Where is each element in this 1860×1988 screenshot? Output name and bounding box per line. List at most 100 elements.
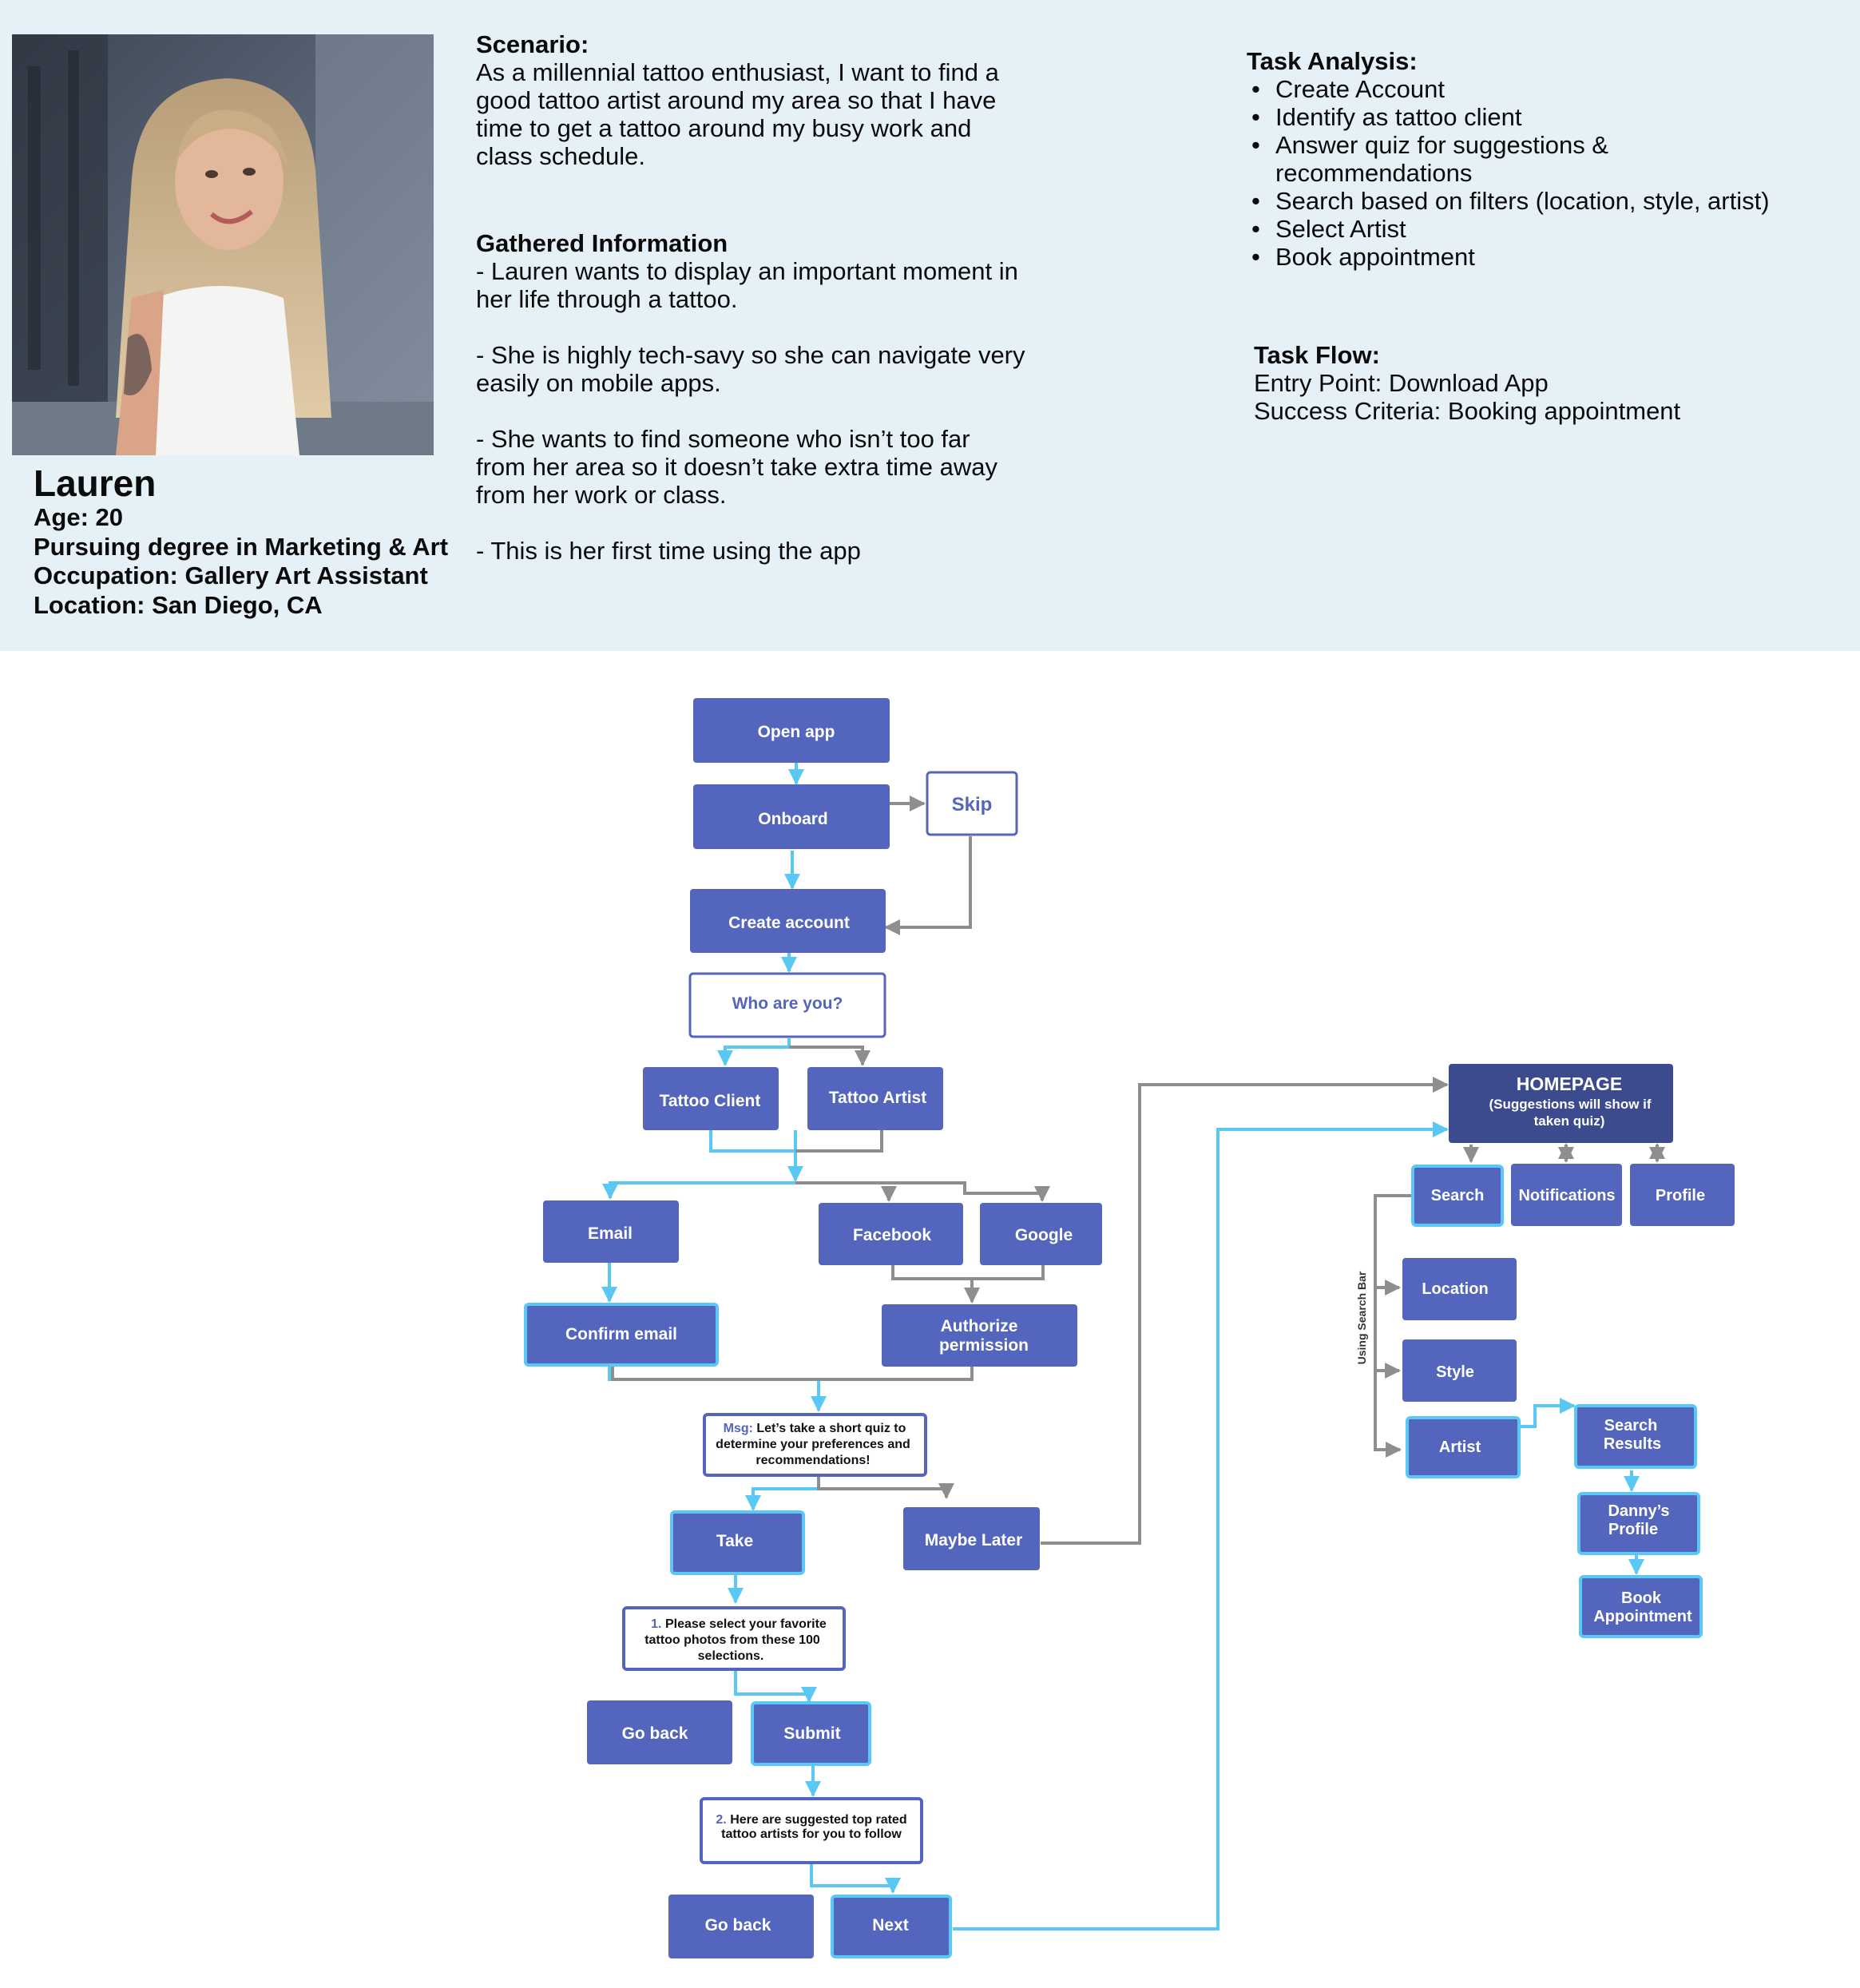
connectors-gray [611, 796, 1665, 1545]
question-number: 2. [716, 1813, 726, 1827]
connector [608, 1364, 827, 1412]
homepage-node[interactable]: HOMEPAGE (Suggestions will show if taken… [1449, 1064, 1673, 1143]
node-label: Results [1604, 1435, 1661, 1453]
skip-node[interactable]: Skip [926, 771, 1018, 836]
quiz-message-node: Msg: Let’s take a short quiz to determin… [703, 1413, 927, 1477]
node-label: Msg: Let’s take a short quiz to [724, 1422, 906, 1435]
task-flow-success: Success Criteria: Booking appointment [1254, 397, 1681, 425]
gathered-line: - She wants to find someone who isn’t to… [476, 425, 970, 453]
node-label: Submit [783, 1724, 840, 1743]
persona-name: Lauren [34, 462, 157, 504]
scenario-line: time to get a tattoo around my busy work… [476, 114, 972, 142]
node-label: Authorize [941, 1317, 1018, 1335]
location-node[interactable]: Location [1402, 1258, 1517, 1320]
next-node[interactable]: Next [831, 1895, 952, 1958]
node-label: Location [1422, 1280, 1488, 1298]
task-flow-entry: Entry Point: Download App [1254, 369, 1549, 397]
task-analysis-list: Create Account Identify as tattoo client… [1247, 75, 1838, 271]
connector [817, 1475, 954, 1499]
node-label: Go back [622, 1724, 688, 1743]
email-node[interactable]: Email [543, 1200, 679, 1263]
persona-panel: Lauren Age: 20 Pursuing degree in Market… [0, 0, 1860, 651]
node-label: Create account [728, 914, 850, 932]
gathered-line: - This is her first time using the app [476, 537, 861, 565]
confirm-email-node[interactable]: Confirm email [524, 1303, 719, 1367]
node-label: recommendations! [756, 1454, 870, 1467]
connector [1374, 1194, 1412, 1458]
node-label: Go back [705, 1916, 771, 1934]
artist-node[interactable]: Artist [1406, 1416, 1521, 1478]
open-app-node[interactable]: Open app [693, 698, 890, 763]
connector [745, 1475, 820, 1511]
node-label: tattoo artists for you to follow [721, 1827, 902, 1841]
task-flow-block: Task Flow: Entry Point: Download App Suc… [1254, 341, 1813, 425]
connector [810, 1863, 901, 1894]
question-number: 1. [651, 1617, 661, 1631]
persona-degree: Pursuing degree in Marketing & Art [34, 532, 449, 561]
go-back-node[interactable]: Go back [587, 1700, 732, 1764]
tattoo-client-node[interactable]: Tattoo Client [643, 1067, 779, 1130]
gathered-line: from her work or class. [476, 481, 727, 509]
authorize-permission-node[interactable]: Authorize permission [882, 1304, 1077, 1367]
facebook-node[interactable]: Facebook [819, 1203, 963, 1265]
task-item: Identify as tattoo client [1247, 103, 1838, 131]
create-account-node[interactable]: Create account [690, 889, 886, 953]
node-label: Take [716, 1532, 753, 1550]
connector [1041, 1077, 1449, 1545]
search-node[interactable]: Search [1411, 1165, 1504, 1227]
node-label: Tattoo Artist [829, 1089, 926, 1107]
maybe-later-node[interactable]: Maybe Later [903, 1507, 1040, 1570]
node-label: Book [1621, 1589, 1662, 1607]
book-appointment-node[interactable]: Book Appointment [1579, 1575, 1703, 1638]
connector [1520, 1398, 1576, 1428]
node-label: Google [1015, 1226, 1073, 1244]
task-item: Search based on filters (location, style… [1247, 187, 1838, 215]
connector [611, 1366, 974, 1381]
node-label: 2. Here are suggested top rated [716, 1813, 906, 1827]
node-label: Who are you? [732, 994, 843, 1013]
google-node[interactable]: Google [980, 1203, 1102, 1265]
persona-age: Age: 20 [34, 503, 123, 531]
dannys-profile-node[interactable]: Danny’s Profile [1577, 1492, 1700, 1555]
take-node[interactable]: Take [670, 1510, 805, 1575]
node-label: Email [588, 1224, 633, 1243]
node-label: Confirm email [565, 1325, 677, 1343]
tattoo-artist-node[interactable]: Tattoo Artist [807, 1067, 943, 1130]
connector [709, 1130, 795, 1153]
connector [789, 1046, 871, 1066]
task-analysis-block: Task Analysis: Create Account Identify a… [1247, 47, 1838, 271]
gathered-information-block: Gathered Information - Lauren wants to d… [476, 229, 1051, 565]
persona-photo [12, 34, 434, 455]
task-item: Create Account [1247, 75, 1838, 103]
scenario-line: As a millennial tattoo enthusiast, I wan… [476, 58, 999, 86]
scenario-line: class schedule. [476, 142, 645, 170]
task-item: Select Artist [1247, 215, 1838, 243]
style-node[interactable]: Style [1402, 1339, 1517, 1402]
node-label: Search [1431, 1187, 1485, 1204]
node-label: Onboard [758, 810, 828, 828]
node-label: Style [1436, 1363, 1474, 1381]
node-label: HOMEPAGE [1517, 1073, 1622, 1094]
search-results-node[interactable]: Search Results [1574, 1404, 1697, 1469]
node-label: Facebook [853, 1226, 931, 1244]
node-label: 1. Please select your favorite [651, 1617, 827, 1631]
gathered-line: - Lauren wants to display an important m… [476, 257, 1018, 285]
profile-node[interactable]: Profile [1630, 1164, 1735, 1226]
persona-location: Location: San Diego, CA [34, 590, 323, 619]
submit-node[interactable]: Submit [751, 1701, 871, 1766]
node-label: Maybe Later [925, 1531, 1023, 1550]
scenario-block: Scenario: As a millennial tattoo enthusi… [476, 30, 1035, 170]
question-text: Please select your favorite [662, 1617, 827, 1631]
onboard-node[interactable]: Onboard [693, 784, 890, 849]
using-search-bar-label: Using Search Bar [1355, 1271, 1368, 1364]
task-analysis-title: Task Analysis: [1247, 47, 1418, 75]
notifications-node[interactable]: Notifications [1511, 1164, 1622, 1226]
quiz-question-1-node: 1. Please select your favorite tattoo ph… [622, 1606, 846, 1671]
go-back-node[interactable]: Go back [668, 1895, 814, 1958]
who-are-you-node[interactable]: Who are you? [688, 972, 886, 1038]
connector [734, 1669, 817, 1703]
node-label: Skip [952, 794, 993, 815]
quiz-question-2-node: 2. Here are suggested top rated tattoo a… [700, 1797, 923, 1864]
node-label: Tattoo Client [660, 1092, 761, 1110]
gathered-line: her life through a tattoo. [476, 285, 738, 313]
